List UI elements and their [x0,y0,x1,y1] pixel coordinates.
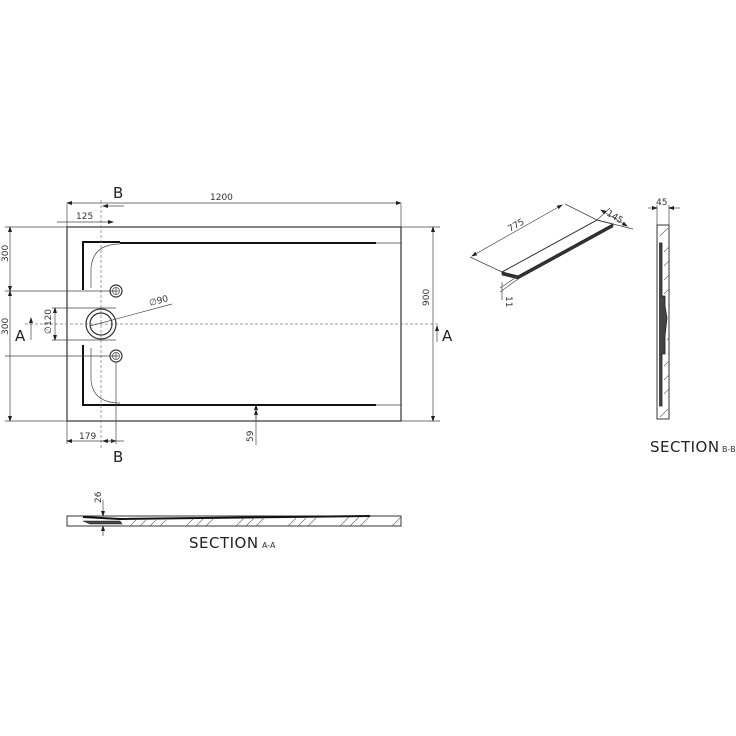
rim-59-label: 59 [246,430,256,442]
section-bb-title: SECTION [650,438,720,456]
section-b-marker-bottom: B [113,448,123,466]
section-aa-depth-label: 26 [94,491,104,503]
grate-thickness-label: 11 [503,296,513,307]
section-bb-subtitle: B-B [722,445,736,454]
diameter-90-leader [89,303,173,327]
plan-view: ∅90 ∅120 1200 125 179 59 900 [1,184,453,466]
offset-179-label: 179 [79,432,96,442]
section-aa-view: 26 SECTION A-A [66,491,402,552]
grate-view: 775 145 11 [469,203,634,307]
section-aa-title: SECTION [189,534,259,552]
width-900-label: 900 [422,289,432,306]
segment-300-middle-label: 300 [1,318,11,335]
section-b-marker-top: B [113,184,123,202]
section-a-marker-right: A [442,327,453,345]
section-aa-subtitle: A-A [262,541,276,550]
inner-channel [82,241,120,406]
diameter-120-label: ∅120 [44,309,54,334]
section-bb-width-label: 45 [656,198,667,208]
offset-125-label: 125 [76,212,93,222]
grate-length-label: 775 [507,217,527,234]
section-bb-view: 45 SECTION B-B [648,198,736,456]
waste-inner-circle [89,312,113,336]
diameter-90-label: ∅90 [148,294,169,309]
section-a-marker-left: A [15,327,26,345]
section-aa-profile [66,515,402,527]
length-1200-label: 1200 [210,193,233,203]
segment-300-upper-label: 300 [1,245,11,262]
waste-outer-circle [85,308,117,340]
